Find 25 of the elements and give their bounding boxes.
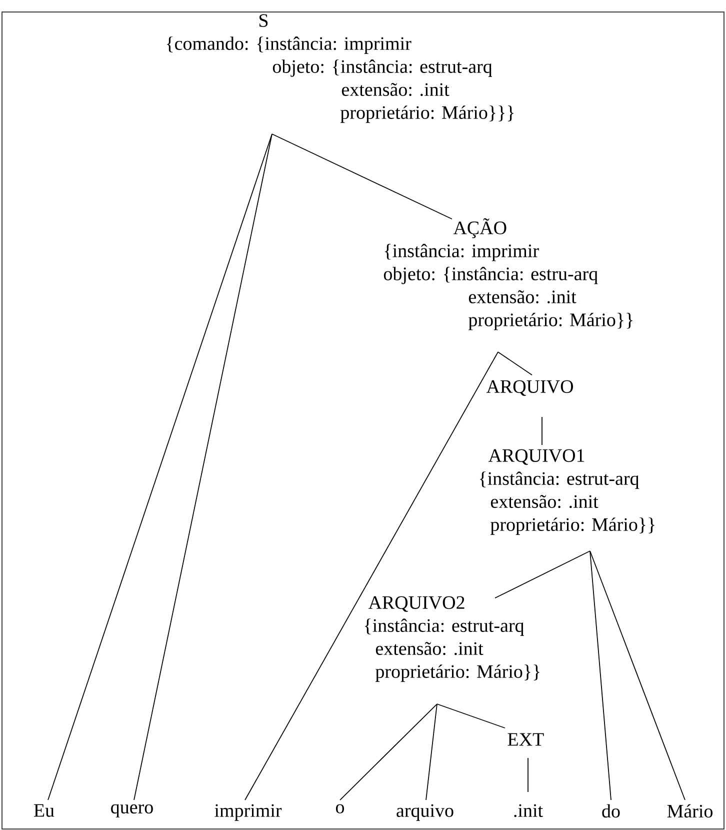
word: do (602, 804, 620, 818)
word: Mário (667, 804, 712, 818)
tree-branch (498, 352, 532, 376)
tree-branch (272, 134, 452, 220)
word: imprimir (214, 804, 282, 821)
word: Eu (34, 804, 54, 817)
feature-structure: ARQUIVO1 {instância: estrut-arq extensão: .init proprietário: Mário}} (480, 449, 654, 535)
word: arquivo (396, 804, 454, 821)
tree-branch (590, 550, 612, 800)
feature-structure: ARQUIVO2 {instância: estrut-arq extensão: .init proprietário: Mário}} (364, 596, 540, 682)
tree-branch (48, 134, 272, 800)
word: o (336, 804, 344, 814)
tree-branch (590, 550, 686, 800)
tree-branch (244, 352, 498, 800)
word: quero (111, 804, 153, 818)
tree-branch (436, 704, 506, 728)
tree-branch (134, 134, 272, 800)
feature-structure: AÇÃO {instância: imprimir objeto: {instância: estru-arq extensão: .init proprietário: Mário}} (384, 218, 632, 330)
feature-structure: S {comando: {instância: imprimir objeto: {instância: estrut-arq extensão: .init proprietário: Mário}}} (166, 14, 514, 123)
category-label: ARQUIVO (486, 380, 574, 396)
word: .init (514, 804, 543, 818)
tree-branch (340, 704, 438, 800)
category-label: EXT (508, 733, 544, 746)
tree-branch (494, 550, 590, 598)
tree-branch (426, 704, 438, 800)
